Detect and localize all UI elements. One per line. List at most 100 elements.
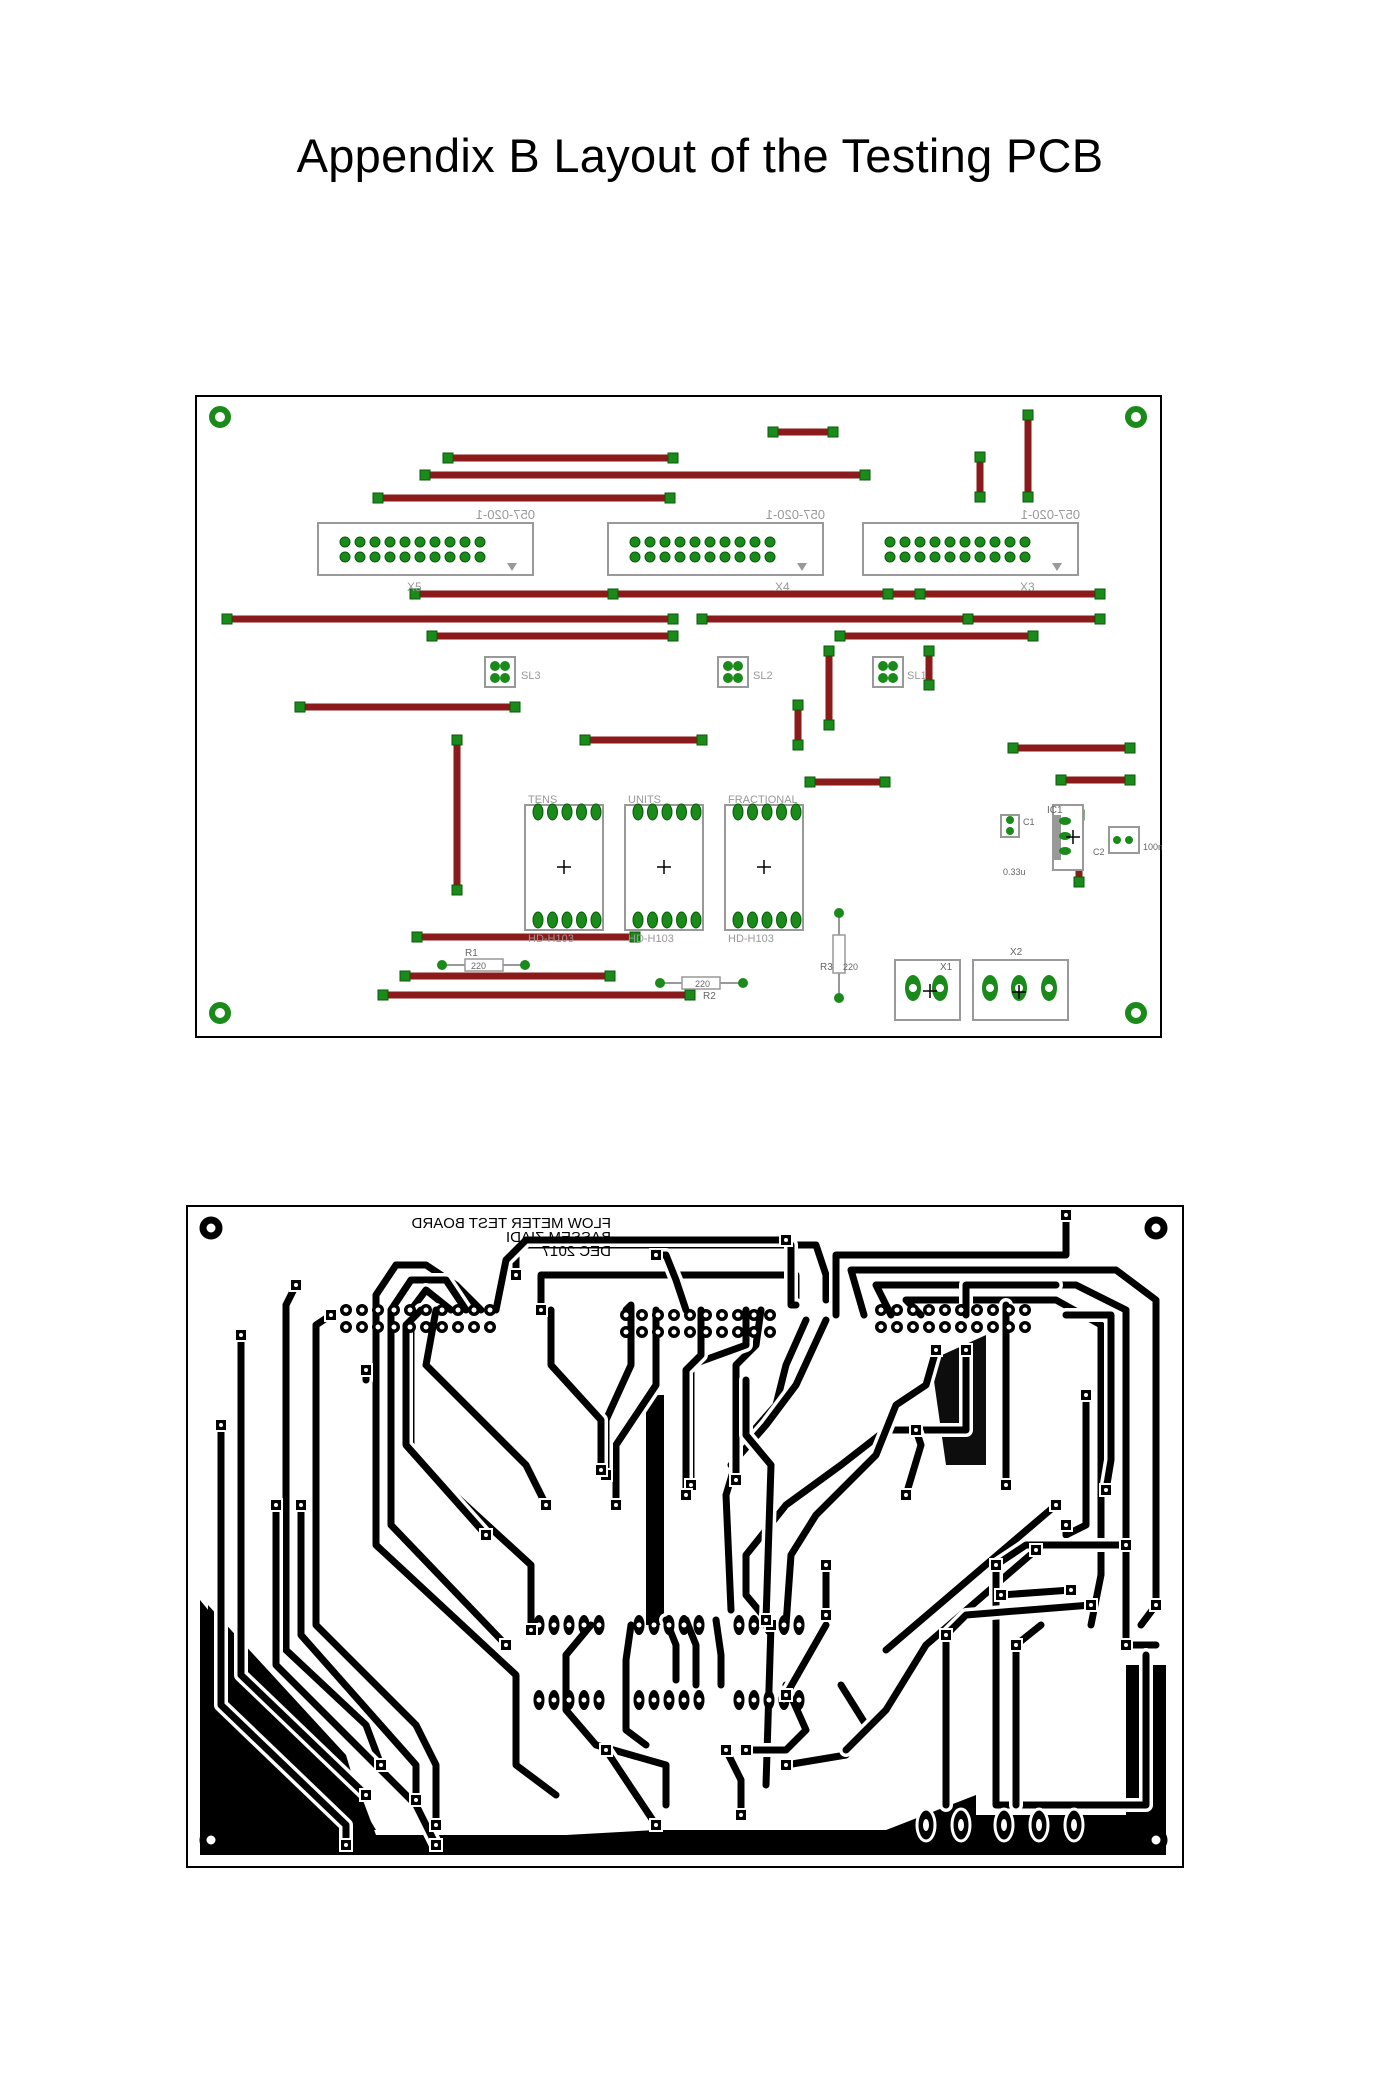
regulator-ic1: IC1: [1047, 804, 1084, 871]
connector-pin: [644, 536, 656, 548]
connector-pin: [929, 536, 941, 548]
connector-pin: [674, 551, 686, 563]
connector-pin: [929, 551, 941, 563]
connector-pin: [959, 536, 971, 548]
bottom-pad-hole: [423, 1324, 429, 1330]
trace: [612, 1306, 660, 1509]
trace: [842, 1546, 1040, 1754]
terminal-ref: X2: [1010, 947, 1023, 958]
trace: [712, 1616, 725, 1689]
via-hole: [824, 1613, 828, 1617]
connector-pin: [1019, 551, 1031, 563]
bottom-pad-hole: [439, 1324, 445, 1330]
via-hole: [299, 1503, 303, 1507]
terminal-pad-hole: [1036, 1819, 1042, 1831]
via-hole: [1084, 1393, 1088, 1397]
bottom-pad-hole: [687, 1329, 693, 1335]
bottom-pad-hole: [423, 1307, 429, 1313]
bottom-pad-hole: [703, 1312, 709, 1318]
trace: [402, 1306, 490, 1539]
bottom-pad-hole: [703, 1329, 709, 1335]
bottom-pad-hole: [566, 1622, 572, 1628]
bottom-pad-hole: [666, 1697, 672, 1703]
display-name: TENS: [528, 794, 557, 806]
display-pin: [590, 911, 602, 929]
bottom-pad-hole: [623, 1312, 629, 1318]
bottom-pad-hole: [359, 1324, 365, 1330]
bottom-pad-hole: [651, 1697, 657, 1703]
connector-ref: X4: [775, 580, 790, 594]
trace: [742, 1376, 775, 1624]
bottom-pad-hole: [639, 1312, 645, 1318]
via-hole: [934, 1348, 938, 1352]
bottom-pad-hole: [551, 1697, 557, 1703]
resistor-ref: R2: [703, 991, 716, 1002]
via-hole: [1069, 1588, 1073, 1592]
trace-end-pad: [372, 492, 384, 504]
jumper-sl2: SL2: [717, 656, 773, 688]
bottom-pad-hole: [671, 1312, 677, 1318]
trace: [562, 1621, 670, 1809]
display-pin: [747, 911, 758, 929]
connector-pin: [629, 551, 641, 563]
trace-end-pad: [607, 588, 619, 600]
trace-end-pad: [377, 989, 389, 1001]
trace-end-pad: [629, 931, 641, 943]
bottom-pad-hole: [751, 1312, 757, 1318]
trace-end-pad: [792, 739, 804, 751]
bottom-pad-hole: [751, 1697, 757, 1703]
bottom-pad-hole: [696, 1697, 702, 1703]
trace-end-pad: [974, 491, 986, 503]
bottom-pad-hole: [681, 1697, 687, 1703]
display-pin: [632, 803, 644, 821]
display-fractional: FRACTIONAL HD-H103: [724, 794, 804, 945]
connector-pin: [369, 536, 381, 548]
bottom-pad-hole: [639, 1329, 645, 1335]
via-hole: [1014, 1643, 1018, 1647]
display-pin: [532, 803, 544, 821]
trace-end-pad: [792, 699, 804, 711]
via-hole: [364, 1368, 368, 1372]
trace-end-pads: [221, 409, 1136, 1001]
display-units: UNITS HD-H103: [624, 794, 704, 945]
via-hole: [994, 1563, 998, 1567]
bottom-pad-hole: [596, 1697, 602, 1703]
trace-end-pad: [882, 588, 894, 600]
bottom-pad-hole: [1022, 1324, 1028, 1330]
connector-pin: [1004, 551, 1016, 563]
via-hole: [784, 1238, 788, 1242]
bottom-pad-hole: [375, 1307, 381, 1313]
connector-pin: [339, 536, 351, 548]
trace-end-pad: [804, 776, 816, 788]
connector-pin: [914, 536, 926, 548]
trace: [732, 1306, 765, 1484]
connector-x4: 057-020-1 X4: [607, 507, 825, 594]
via-hole: [599, 1468, 603, 1472]
display-pin: [661, 911, 673, 929]
bottom-pad-hole: [681, 1622, 687, 1628]
connector-pin: [974, 551, 986, 563]
connector-pin: [339, 551, 351, 563]
via-hole: [379, 1763, 383, 1767]
trace: [217, 1421, 350, 1849]
bottom-pad-hole: [719, 1312, 725, 1318]
bottom-pad-hole: [974, 1307, 980, 1313]
via-hole: [294, 1283, 298, 1287]
connector-pin: [704, 536, 716, 548]
connector-pin: [944, 551, 956, 563]
bottom-pad-hole: [455, 1324, 461, 1330]
board-silkscreen: FLOW METER TEST BOARD BASSEM ZIADI DEC 2…: [411, 1215, 611, 1260]
trace: [882, 1501, 1060, 1654]
connector-pin: [689, 551, 701, 563]
connector-pin: [659, 536, 671, 548]
connector-pin: [959, 551, 971, 563]
bottom-pads: [214, 1208, 1163, 1852]
via-hole: [434, 1843, 438, 1847]
via-hole: [614, 1503, 618, 1507]
trace: [547, 1306, 605, 1474]
bottom-pad-hole: [1022, 1307, 1028, 1313]
display-pin: [661, 803, 673, 821]
connector-pins: [339, 536, 1031, 563]
trace-end-pad: [696, 734, 708, 746]
bottom-pad-hole: [455, 1307, 461, 1313]
